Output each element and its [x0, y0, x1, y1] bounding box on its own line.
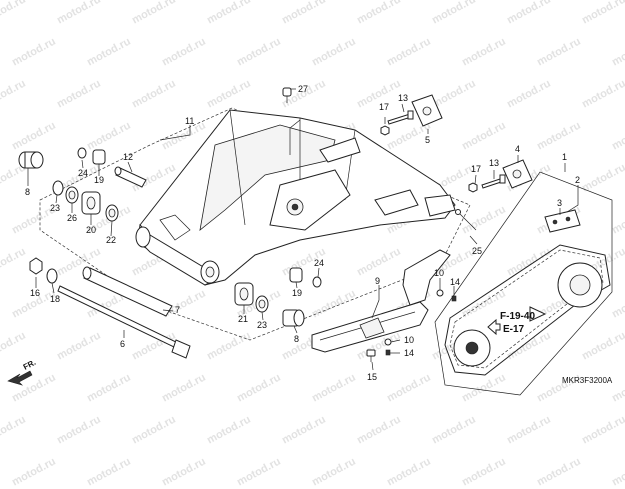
part-24-bearing-low[interactable]	[312, 276, 322, 288]
part-7-pivot-shaft[interactable]	[82, 266, 173, 317]
part-8-collar-low[interactable]	[282, 309, 305, 327]
part-8-collar-top[interactable]	[18, 151, 44, 169]
part-25-bolt[interactable]	[455, 209, 477, 231]
callout-19-low: 19	[292, 288, 302, 298]
part-13-bolt-low[interactable]	[481, 174, 506, 189]
callout-5: 5	[425, 135, 430, 145]
part-24-bearing-top[interactable]	[77, 147, 87, 159]
part-23-ring-top[interactable]	[52, 180, 64, 196]
ref-e17-label[interactable]: E-17	[503, 324, 525, 335]
part-21-bearing[interactable]	[234, 282, 254, 306]
leader-lines	[27, 88, 579, 371]
chain-group-frame	[434, 171, 613, 396]
part-26-seal[interactable]	[65, 186, 79, 204]
front-marker-label: FR.	[22, 358, 38, 372]
callout-21: 21	[238, 314, 248, 324]
callout-labels: 27 11 12 17 13 5 17 13 4 1 2 3 25 10 14 …	[25, 84, 580, 382]
callout-17-low: 17	[471, 164, 481, 174]
part-6-pivot-bolt[interactable]	[57, 285, 191, 359]
part-19-bearing-low[interactable]	[289, 267, 303, 283]
callout-6: 6	[120, 339, 125, 349]
ref-f19-label[interactable]: F-19-40	[500, 311, 535, 322]
callout-22: 22	[106, 235, 116, 245]
part-3-master-link[interactable]	[544, 209, 581, 233]
part-12-pin[interactable]	[114, 166, 147, 188]
part-10-screw-up[interactable]	[436, 289, 444, 297]
part-20-bearing[interactable]	[81, 191, 101, 215]
front-direction-arrow	[7, 370, 33, 386]
part-10-screw-low[interactable]	[384, 338, 392, 346]
part-18-washer[interactable]	[46, 268, 58, 284]
callout-7: 7	[175, 305, 180, 315]
figure-code: MKR3F3200A	[562, 376, 613, 385]
part-5-adjuster-plate[interactable]	[411, 94, 443, 127]
part-16-nut[interactable]	[29, 257, 43, 275]
part-15-bolt[interactable]	[366, 349, 376, 362]
callout-4: 4	[515, 144, 520, 154]
part-17-nut-low[interactable]	[468, 182, 478, 193]
part-4-adjuster-block[interactable]	[502, 159, 533, 189]
callout-14-up: 14	[450, 277, 460, 287]
callout-9: 9	[375, 276, 380, 286]
callout-23-low: 23	[257, 320, 267, 330]
ref-f19-arrow[interactable]	[529, 306, 547, 322]
callout-19-top: 19	[94, 175, 104, 185]
swingarm[interactable]	[135, 109, 456, 286]
callout-3: 3	[557, 198, 562, 208]
part-27-cap[interactable]	[282, 87, 292, 103]
callout-20: 20	[86, 225, 96, 235]
callout-16: 16	[30, 288, 40, 298]
exploded-view: 27 11 12 17 13 5 17 13 4 1 2 3 25 10 14 …	[7, 84, 613, 396]
ref-e17-arrow[interactable]	[487, 318, 501, 336]
part-14-screw-low[interactable]	[385, 349, 391, 356]
callout-8-top: 8	[25, 187, 30, 197]
callout-11: 11	[185, 116, 194, 126]
callout-15: 15	[367, 372, 377, 382]
callout-17-top: 17	[379, 102, 389, 112]
callout-13-low: 13	[489, 158, 499, 168]
callout-24-top: 24	[78, 168, 88, 178]
callout-12: 12	[123, 152, 133, 162]
callout-10-up: 10	[434, 268, 444, 278]
callout-27: 27	[298, 84, 308, 94]
callout-23-top: 23	[50, 203, 60, 213]
callout-1: 1	[562, 152, 567, 162]
callout-10-low: 10	[404, 335, 414, 345]
callout-14-low: 14	[404, 348, 414, 358]
part-9-chain-slider[interactable]	[311, 301, 429, 353]
part-13-bolt-top[interactable]	[387, 110, 414, 125]
callout-8-low: 8	[294, 334, 299, 344]
callout-2: 2	[575, 175, 580, 185]
callout-25: 25	[472, 246, 482, 256]
callout-18: 18	[50, 294, 60, 304]
callout-26: 26	[67, 213, 77, 223]
part-19-bearing-top[interactable]	[92, 149, 106, 165]
part-1-drive-chain[interactable]	[444, 244, 611, 376]
part-22-ring[interactable]	[105, 204, 119, 222]
part-23-ring-low[interactable]	[255, 295, 269, 313]
callout-13-top: 13	[398, 93, 408, 103]
part-9-guard-bracket[interactable]	[402, 249, 451, 306]
part-17-nut-top[interactable]	[380, 125, 390, 136]
callout-24-low: 24	[314, 258, 324, 268]
